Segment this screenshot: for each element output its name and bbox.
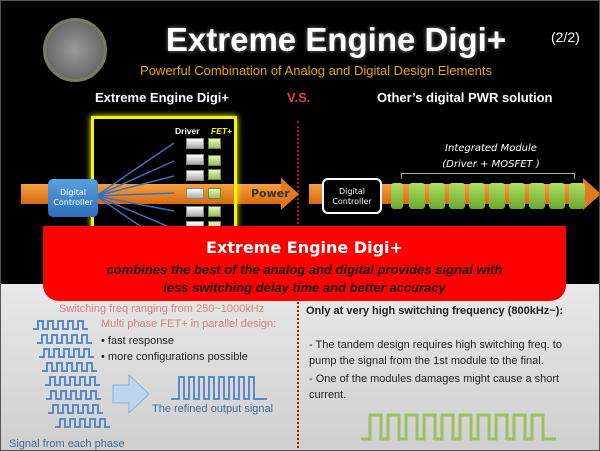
engine-logo-icon	[43, 18, 107, 82]
vs-label: V.S.	[287, 90, 311, 105]
power-arrowhead-left	[281, 178, 299, 210]
digital-controller-left: Digital Controller	[48, 179, 98, 217]
module-box	[409, 183, 425, 209]
module-box	[469, 183, 485, 209]
module-box	[489, 183, 505, 209]
module-brace	[401, 173, 575, 179]
power-label: Power	[251, 187, 290, 200]
phase-signal-label: Signal from each phase	[9, 438, 125, 450]
right-heading-text: Only at very high switching frequency (8…	[306, 305, 564, 317]
fet-chip	[208, 169, 221, 180]
slide-subtitle: Powerful Combination of Analog and Digit…	[140, 63, 492, 78]
driver-chip	[186, 170, 204, 181]
faint-design-text: Multi phase FET+ in parallel design:	[101, 318, 277, 330]
summary-banner: Extreme Engine Digi+ combines the best o…	[43, 226, 566, 301]
module-box	[529, 183, 545, 209]
module-line1: Integrated Module	[445, 143, 537, 154]
refined-output-label: The refined output signal	[152, 403, 274, 415]
page-number: (2/2)	[551, 29, 580, 45]
faint-freq-text: Switching freq ranging from 250~1000kHz	[59, 303, 265, 315]
right-heading: Other’s digital PWR solution	[377, 90, 553, 105]
banner-line1: combines the best of the analog and digi…	[106, 262, 503, 277]
driver-chip	[186, 138, 204, 149]
green-square-wave-icon	[361, 413, 556, 441]
right-item-tandem: - The tandem design requires high switch…	[309, 339, 562, 367]
banner-line2: less switching delay time and better acc…	[163, 280, 446, 295]
bullet-fast-response: • fast response	[101, 335, 174, 347]
power-arrowhead-right	[583, 178, 599, 210]
digital-controller-right: Digital Controller	[322, 178, 382, 214]
module-line2: (Driver + MOSFET )	[442, 159, 540, 170]
slide-title: Extreme Engine Digi+	[165, 21, 507, 58]
module-box	[509, 183, 525, 209]
right-item-damage: - One of the modules damages might cause…	[309, 373, 560, 401]
module-box	[391, 183, 403, 209]
fet-chip	[208, 138, 221, 149]
fet-chip	[208, 155, 221, 166]
driver-chip	[186, 154, 204, 165]
square-waves-icon	[32, 320, 267, 428]
bullet-configurations: • more configurations possible	[101, 351, 248, 363]
banner-title: Extreme Engine Digi+	[206, 238, 403, 257]
module-box	[449, 183, 465, 209]
left-heading: Extreme Engine Digi+	[95, 90, 230, 105]
driver-chip	[186, 206, 204, 217]
fet-chip	[208, 206, 221, 217]
driver-chip	[186, 188, 204, 199]
banner-text: combines the best of the analog and digi…	[43, 261, 566, 297]
fet-label: FET+	[211, 126, 233, 136]
integrated-module-label: Integrated Module (Driver + MOSFET )	[421, 141, 561, 173]
module-box	[569, 183, 585, 209]
driver-label: Driver	[175, 126, 200, 136]
fet-chip	[208, 188, 221, 199]
module-box	[549, 183, 565, 209]
module-box	[429, 183, 445, 209]
